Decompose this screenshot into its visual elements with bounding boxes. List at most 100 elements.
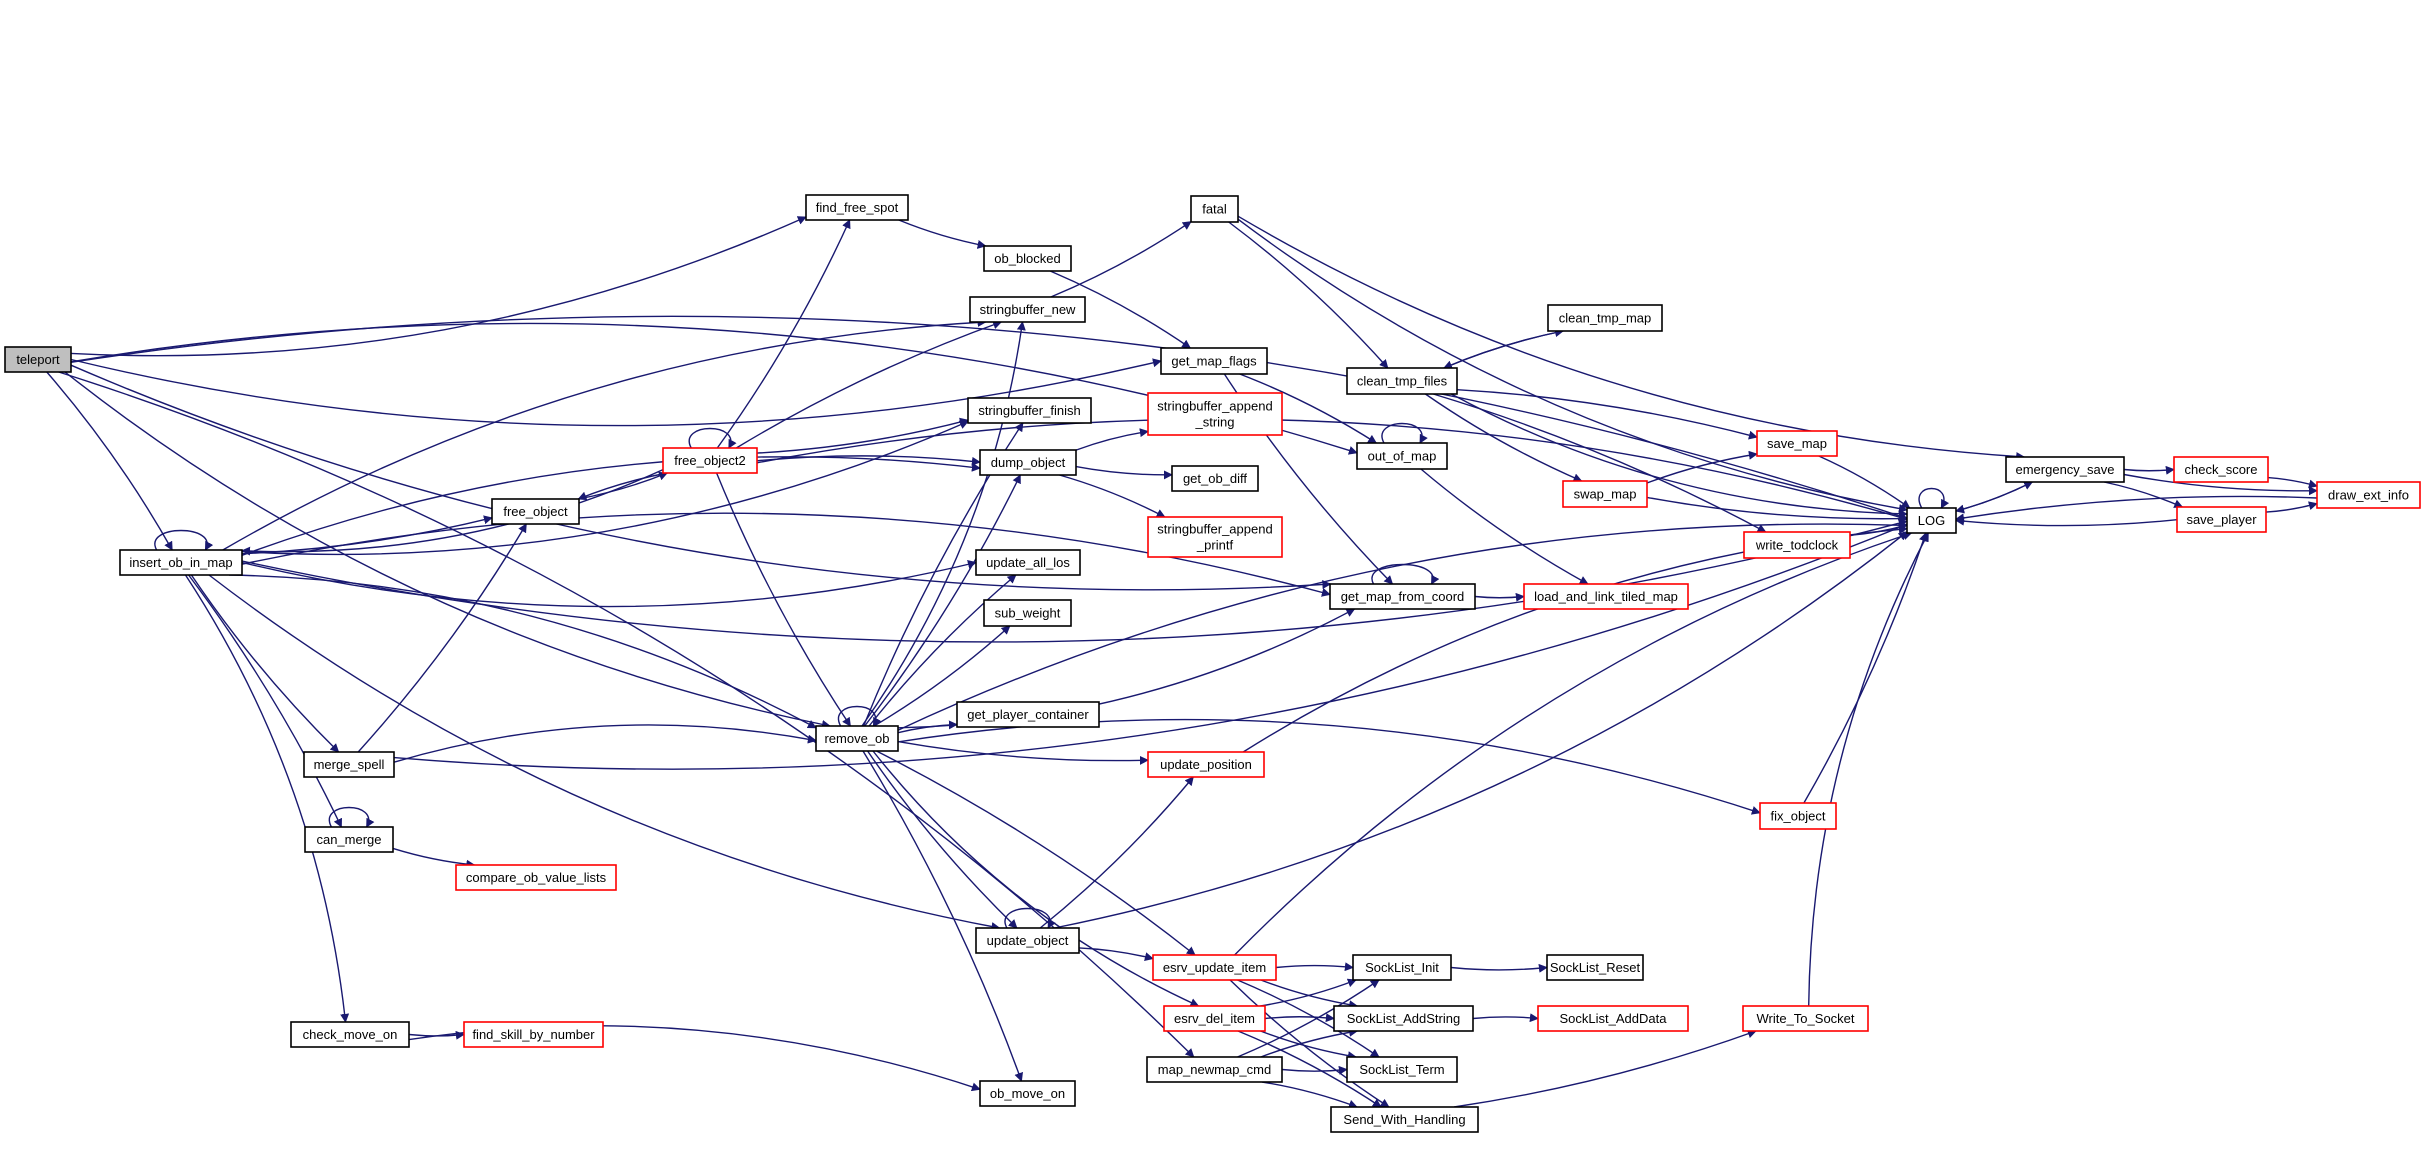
node-save-map[interactable]: save_map <box>1756 430 1838 457</box>
node-log[interactable]: LOG <box>1906 507 1957 534</box>
node-free-object2[interactable]: free_object2 <box>662 447 758 474</box>
edge-free_object2-to-stringbuffer_new <box>735 320 1003 449</box>
node-box <box>969 296 1086 323</box>
node-box <box>2316 481 2421 509</box>
edge-merge_spell-to-free_object <box>357 523 527 753</box>
node-box <box>967 397 1092 424</box>
node-stringbuffer-new[interactable]: stringbuffer_new <box>969 296 1086 323</box>
node-send-with-handling[interactable]: Send_With_Handling <box>1330 1106 1479 1133</box>
node-box <box>1160 347 1268 375</box>
node-esrv-update-item[interactable]: esrv_update_item <box>1152 954 1277 981</box>
node-teleport[interactable]: teleport <box>4 346 72 373</box>
node-socklist-addstring[interactable]: SockList_AddString <box>1333 1005 1474 1032</box>
node-update-position[interactable]: update_position <box>1147 751 1265 778</box>
node-save-player[interactable]: save_player <box>2176 506 2267 533</box>
node-remove-ob[interactable]: remove_ob <box>815 725 899 752</box>
node-socklist-reset[interactable]: SockList_Reset <box>1546 954 1644 981</box>
node-emergency-save[interactable]: emergency_save <box>2005 456 2125 483</box>
node-fix-object[interactable]: fix_object <box>1759 802 1837 830</box>
edge-insert_ob_in_map-to-can_merge <box>188 574 343 828</box>
node-socklist-init[interactable]: SockList_Init <box>1352 954 1452 981</box>
node-update-object[interactable]: update_object <box>975 927 1080 954</box>
node-ob-blocked[interactable]: ob_blocked <box>983 245 1072 272</box>
edge-remove_ob-to-esrv_update_item <box>876 750 1196 956</box>
node-update-all-los[interactable]: update_all_los <box>975 549 1081 576</box>
edge-remove_ob-to-sub_weight <box>873 625 1011 727</box>
edge-remove_ob-to-update_object <box>867 750 1018 929</box>
node-sub-weight[interactable]: sub_weight <box>983 599 1072 627</box>
node-check-move-on[interactable]: check_move_on <box>290 1021 410 1048</box>
node-swap-map[interactable]: swap_map <box>1562 480 1648 508</box>
edge-merge_spell-to-LOG <box>393 523 1908 770</box>
node-label: SockList_Init <box>1365 960 1439 975</box>
node-write-todclock[interactable]: write_todclock <box>1743 531 1851 559</box>
node-box <box>662 447 758 474</box>
node-stringbuffer-finish[interactable]: stringbuffer_finish <box>967 397 1092 424</box>
node-insert-ob-in-map[interactable]: insert_ob_in_map <box>119 549 243 576</box>
edge-esrv_del_item-to-Send_With_Handling <box>1237 1030 1382 1108</box>
node-clean-tmp-map[interactable]: clean_tmp_map <box>1547 304 1663 332</box>
edge-free_object2-to-dump_object <box>756 455 981 466</box>
node-box <box>1759 802 1837 830</box>
node-label: ob_blocked <box>994 251 1061 266</box>
edge-teleport-to-map_newmap_cmd <box>58 371 1195 1058</box>
node-free-object[interactable]: free_object <box>491 498 580 525</box>
node-clean-tmp-files[interactable]: clean_tmp_files <box>1346 367 1458 395</box>
node-box <box>1906 507 1957 534</box>
node-box <box>4 346 72 373</box>
node-esrv-del-item[interactable]: esrv_del_item <box>1163 1005 1266 1032</box>
nodes-layer: teleport insert_ob_in_map find_free_spotob… <box>4 194 2421 1133</box>
node-draw-ext-info[interactable]: draw_ext_info <box>2316 481 2421 509</box>
node-box <box>1147 751 1265 778</box>
node-can-merge[interactable]: can_merge <box>304 826 394 853</box>
node-map-newmap-cmd[interactable]: map_newmap_cmd <box>1146 1056 1283 1083</box>
node-box <box>979 1080 1076 1107</box>
node-label: get_map_from_coord <box>1341 589 1465 604</box>
edge-map_newmap_cmd-to-SockList_Init <box>1237 979 1380 1058</box>
node-box <box>1743 531 1851 559</box>
node-write-to-socket[interactable]: Write_To_Socket <box>1742 1005 1869 1032</box>
node-fatal[interactable]: fatal <box>1190 195 1239 223</box>
node-socklist-adddata[interactable]: SockList_AddData <box>1537 1005 1689 1032</box>
node-get-ob-diff[interactable]: get_ob_diff <box>1171 465 1259 492</box>
node-get-map-flags[interactable]: get_map_flags <box>1160 347 1268 375</box>
node-label: teleport <box>16 352 60 367</box>
node-ob-move-on[interactable]: ob_move_on <box>979 1080 1076 1107</box>
node-find-skill-by-number[interactable]: find_skill_by_number <box>463 1021 604 1048</box>
node-stringbuffer-append-string[interactable]: stringbuffer_append_string <box>1147 392 1283 436</box>
edge-save_map-to-LOG <box>1818 455 1911 509</box>
node-box <box>303 751 395 778</box>
node-dump-object[interactable]: dump_object <box>979 449 1077 476</box>
node-label: write_todclock <box>1755 538 1839 553</box>
node-compare-ob-value-lists[interactable]: compare_ob_value_lists <box>455 864 617 891</box>
edge-free_object2-to-find_free_spot <box>716 219 851 449</box>
edge-check_score-to-draw_ext_info <box>2267 476 2318 489</box>
node-box <box>979 449 1077 476</box>
node-load-and-link-tiled-map[interactable]: load_and_link_tiled_map <box>1523 583 1689 610</box>
node-socklist-term[interactable]: SockList_Term <box>1346 1056 1458 1083</box>
edge-get_map_from_coord-to-get_map_from_coord <box>1371 563 1440 585</box>
node-stringbuffer-append-printf[interactable]: stringbuffer_append_printf <box>1147 516 1283 558</box>
node-out-of-map[interactable]: out_of_map <box>1356 442 1448 470</box>
edge-emergency_save-to-LOG <box>1955 481 2033 514</box>
edge-fatal-to-emergency_save <box>1237 215 2026 461</box>
node-label: free_object2 <box>674 453 746 468</box>
node-label: merge_spell <box>314 757 385 772</box>
node-box <box>1547 304 1663 332</box>
edge-get_map_flags-to-out_of_map <box>1239 373 1378 444</box>
node-label: insert_ob_in_map <box>129 555 232 570</box>
node-check-score[interactable]: check_score <box>2173 456 2269 483</box>
edge-insert_ob_in_map-to-check_move_on <box>184 574 350 1023</box>
edge-free_object2-to-insert_ob_in_map <box>241 468 664 556</box>
node-merge-spell[interactable]: merge_spell <box>303 751 395 778</box>
node-find-free-spot[interactable]: find_free_spot <box>805 194 909 221</box>
node-get-player-container[interactable]: get_player_container <box>956 701 1100 728</box>
edge-free_object2-to-stringbuffer_finish <box>756 417 969 454</box>
node-label: out_of_map <box>1368 449 1437 464</box>
node-label: find_free_spot <box>816 200 899 215</box>
node-label: SockList_Term <box>1359 1062 1444 1077</box>
edge-find_free_spot-to-ob_blocked <box>898 219 987 249</box>
edge-clean_tmp_map-to-clean_tmp_files <box>1443 330 1564 369</box>
node-label: update_object <box>987 933 1069 948</box>
node-get-map-from-coord[interactable]: get_map_from_coord <box>1329 583 1476 610</box>
